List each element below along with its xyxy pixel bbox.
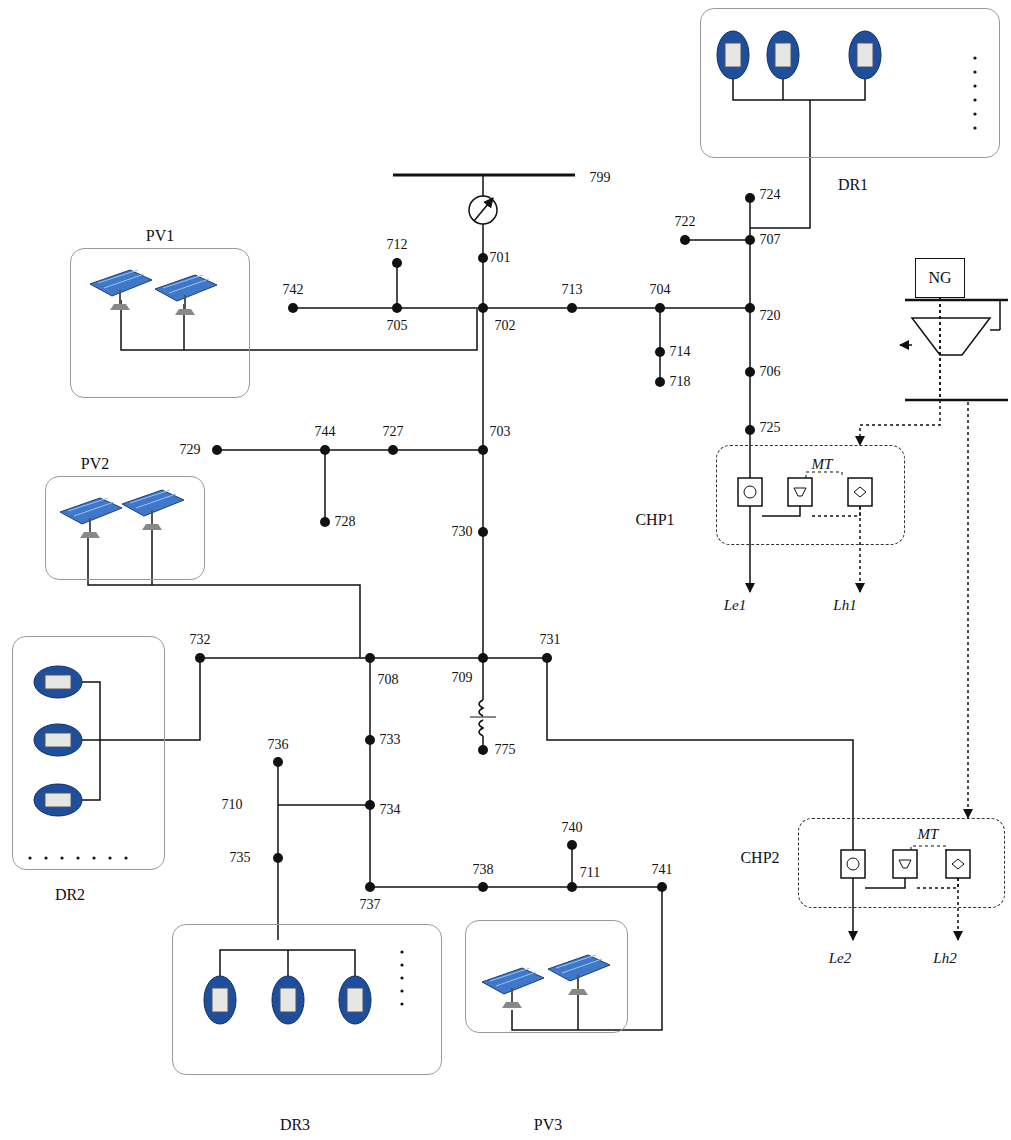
gas-supply-line bbox=[940, 298, 968, 818]
bus-number: 722 bbox=[675, 214, 696, 229]
node-label: NG bbox=[928, 269, 951, 287]
bus-number: 732 bbox=[190, 632, 211, 647]
gas-source-box: NG bbox=[915, 258, 965, 298]
bus-number: 741 bbox=[652, 862, 673, 877]
bus-number: 730 bbox=[452, 524, 473, 539]
signal-name: MT bbox=[918, 826, 939, 843]
bus-number: 703 bbox=[490, 424, 511, 439]
bus-number: 742 bbox=[283, 282, 304, 297]
bus-number: 727 bbox=[383, 424, 404, 439]
bus-number: 709 bbox=[452, 670, 473, 685]
bus-number: 735 bbox=[230, 850, 251, 865]
pv-array-group: PV3 bbox=[465, 920, 628, 1033]
bus-number: 704 bbox=[650, 282, 671, 297]
chp-unit: CHP2 bbox=[798, 818, 1005, 908]
bus-number: 707 bbox=[760, 232, 781, 247]
demand-response-group: DR3 bbox=[172, 924, 442, 1075]
bus-number: 728 bbox=[335, 514, 356, 529]
bus-number: 799 bbox=[590, 170, 611, 185]
bus-number: 702 bbox=[495, 318, 516, 333]
bus-number: 725 bbox=[760, 420, 781, 435]
gas-supply-line bbox=[860, 298, 940, 445]
bus-number: 708 bbox=[378, 672, 399, 687]
bus-number: 729 bbox=[180, 442, 201, 457]
group-heading: CHP2 bbox=[740, 849, 779, 867]
bus-number: 710 bbox=[222, 797, 243, 812]
pv-array-group: PV2 bbox=[45, 476, 205, 580]
group-heading: DR2 bbox=[55, 886, 85, 904]
signal-name: Le2 bbox=[829, 950, 852, 967]
bus-number: 701 bbox=[490, 250, 511, 265]
bus-number: 724 bbox=[760, 187, 781, 202]
signal-name: Lh1 bbox=[833, 597, 856, 614]
group-heading: PV2 bbox=[81, 455, 109, 473]
signal-name: Lh2 bbox=[933, 950, 956, 967]
pv-array-group: PV1 bbox=[70, 248, 250, 398]
bus-number: 718 bbox=[670, 374, 691, 389]
bus-number: 714 bbox=[670, 344, 691, 359]
bus-number: 733 bbox=[380, 732, 401, 747]
signal-name: Le1 bbox=[724, 597, 747, 614]
bus-number: 712 bbox=[387, 237, 408, 252]
group-heading: PV1 bbox=[146, 227, 174, 245]
bus-number: 706 bbox=[760, 364, 781, 379]
bus-number: 775 bbox=[495, 742, 516, 757]
bus-number: 740 bbox=[562, 820, 583, 835]
group-heading: DR3 bbox=[280, 1116, 310, 1134]
signal-name: MT bbox=[812, 456, 833, 473]
bus-number: 705 bbox=[387, 318, 408, 333]
bus-number: 738 bbox=[473, 862, 494, 877]
bus-number: 731 bbox=[540, 632, 561, 647]
bus-number: 734 bbox=[380, 802, 401, 817]
group-heading: PV3 bbox=[534, 1116, 562, 1134]
bus-number: 711 bbox=[580, 865, 600, 880]
group-heading: DR1 bbox=[838, 176, 868, 194]
bus-number: 736 bbox=[268, 737, 289, 752]
bus-number: 713 bbox=[562, 282, 583, 297]
demand-response-group: DR2 bbox=[12, 636, 165, 870]
bus-number: 737 bbox=[360, 897, 381, 912]
chp-unit: CHP1 bbox=[716, 445, 905, 545]
group-heading: CHP1 bbox=[635, 511, 674, 529]
bus-number: 744 bbox=[315, 424, 336, 439]
bus-number: 720 bbox=[760, 308, 781, 323]
demand-response-group: DR1 bbox=[700, 8, 1000, 158]
